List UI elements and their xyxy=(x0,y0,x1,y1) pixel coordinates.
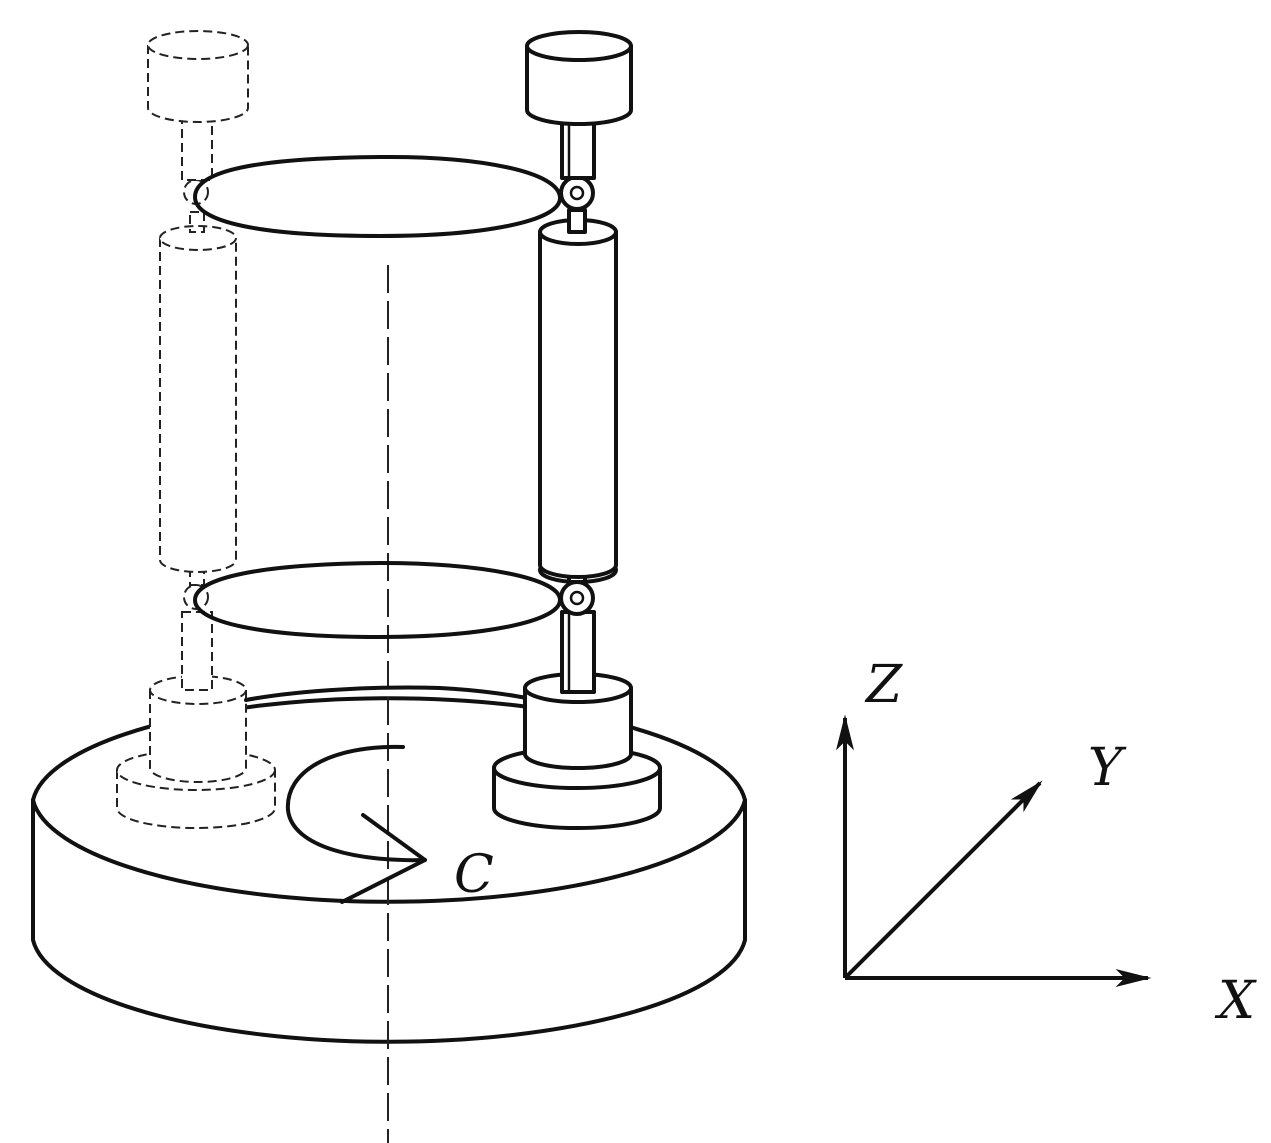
axis-label-y: Y xyxy=(1088,738,1127,798)
rotation-arrow xyxy=(285,744,427,904)
axis-label-x: X xyxy=(1214,971,1257,1031)
rotation-label-c: C xyxy=(454,845,494,905)
active-strut-right xyxy=(492,30,662,830)
ghost-strut-left xyxy=(116,30,276,829)
y-axis-arrow xyxy=(843,780,1043,980)
orbit-upper xyxy=(193,154,562,238)
orbit-lower xyxy=(193,561,562,639)
orbit-base xyxy=(244,685,537,702)
axis-label-z: Z xyxy=(864,655,903,715)
coordinate-axes xyxy=(836,714,1152,987)
